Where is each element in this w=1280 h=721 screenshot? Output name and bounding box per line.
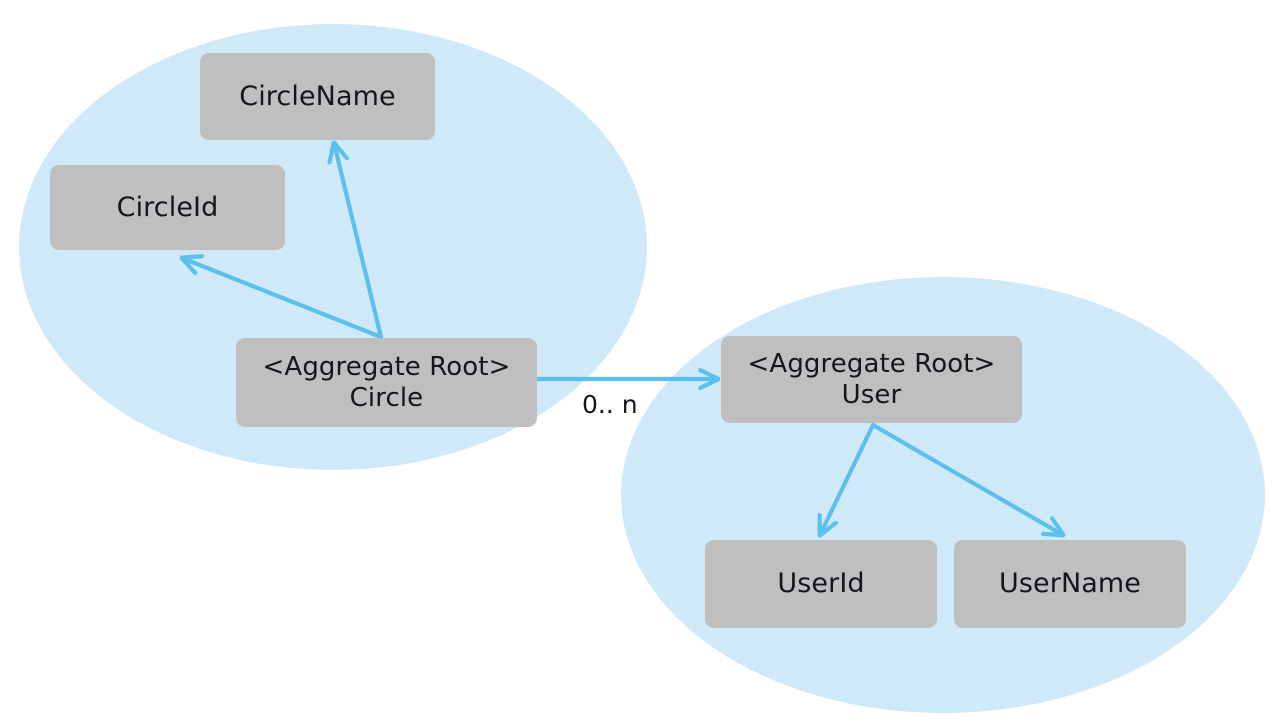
node-circle-id[interactable]: CircleId <box>50 165 285 250</box>
node-user-aggregate-root[interactable]: <Aggregate Root> User <box>721 336 1022 423</box>
edge-circle-to-circlename[interactable] <box>334 143 384 340</box>
edge-user-to-username[interactable] <box>870 422 1063 535</box>
relationship-edges <box>182 143 1063 535</box>
node-circle-name[interactable]: CircleName <box>200 53 435 140</box>
edge-label-multiplicity: 0.. n <box>582 390 638 419</box>
edge-user-to-userid[interactable] <box>820 422 876 535</box>
node-user-name[interactable]: UserName <box>954 540 1186 628</box>
edge-circle-to-circleid[interactable] <box>182 258 384 340</box>
node-circle-aggregate-root[interactable]: <Aggregate Root> Circle <box>236 338 537 427</box>
node-user-id[interactable]: UserId <box>705 540 937 628</box>
